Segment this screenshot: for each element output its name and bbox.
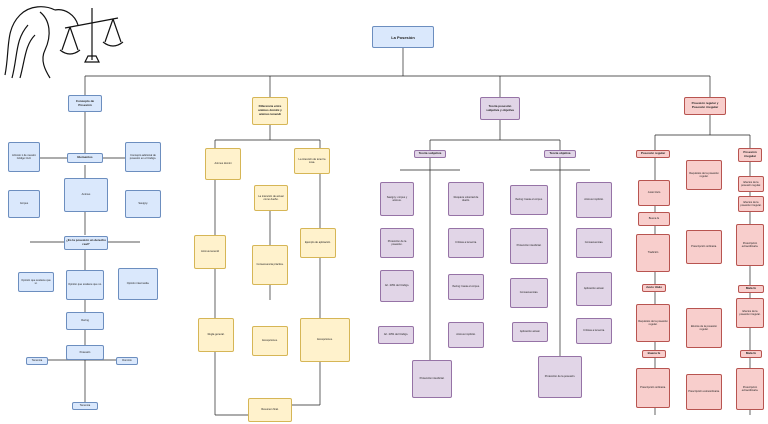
r3-node: Efectos de la posesión irregular.	[738, 196, 764, 212]
p3-node: Protección de la posesión.	[380, 228, 414, 258]
r7-node: Efectos de la posesión regular.	[686, 308, 722, 348]
r4-node: Prescripción ordinaria.	[686, 230, 722, 264]
justo-titulo-label: Justo título	[642, 284, 666, 292]
leaf1-node: Posesión	[66, 345, 104, 360]
regular-irregular-header: Posesión regular y Posesión irregular	[684, 97, 726, 115]
definition-node: Artículo 1 de nuestro Código Civil.	[8, 142, 40, 172]
r6-node: Requisitos de la posesión regular.	[636, 304, 670, 342]
left-note-node: Opinión que sostiene que sí.	[18, 272, 54, 292]
p17-node: Críticas a la teoría.	[576, 318, 612, 344]
buena-node: Buena fe	[638, 212, 670, 226]
tenendi-top-node: La intención de tener la cosa.	[294, 148, 330, 174]
yellow-right-node: Ejemplo de aplicación.	[300, 228, 336, 258]
right-note-node: Opinión intermedia.	[118, 268, 158, 300]
tenendi-node: Animus tenendi	[194, 235, 226, 269]
p1-node: Savigny: corpus y animus.	[380, 182, 414, 216]
r8-node: Efectos de la posesión irregular.	[736, 298, 764, 328]
diferencia-node: Diferencia entre animus domini y animus …	[252, 97, 288, 125]
subjetiva-node: Teoría subjetiva	[414, 150, 446, 158]
animus-node: Animus	[64, 178, 108, 212]
domini-node: Animus domini	[205, 148, 241, 180]
r1-node: Requisitos de la posesión regular.	[686, 160, 722, 190]
second-def-node: Concepto adicional de posesión en el Cód…	[125, 142, 161, 172]
mala-fe-label: Mala fe	[738, 285, 764, 293]
p6-node: Ihering: basta el corpus.	[448, 274, 484, 300]
p8-node: Animus implícito.	[448, 322, 484, 348]
mala-fe-label-2: Mala fe	[740, 350, 762, 358]
teoria-header-node: Teoría posesión subjetiva y objetiva	[480, 97, 520, 120]
p16-node: Aplicación actual.	[512, 322, 548, 342]
p9-node: Protección interdictal.	[412, 360, 452, 398]
yellow-left2-node: Regla general.	[198, 318, 234, 352]
savigny-node: Savigny	[125, 190, 161, 218]
leaf-left-node: Tenencia	[26, 357, 48, 365]
irregular-node: Posesión irregular	[738, 148, 762, 162]
p15-node: Aplicación actual.	[576, 272, 612, 306]
ihering-node: Ihering	[66, 312, 104, 330]
yellow-mid-node: La intención de actuar como dueño.	[254, 185, 288, 211]
justice-logo-image	[4, 6, 124, 79]
p13-node: Consecuencias.	[576, 228, 612, 258]
r10-node: Prescripción extraordinaria.	[686, 374, 722, 410]
leaf-bottom-node: Tenencia	[72, 402, 98, 410]
p14-node: Consecuencias.	[510, 278, 548, 308]
p4-node: Críticas a la teoría.	[448, 228, 484, 258]
question-node: ¿Es la posesión un derecho real?	[64, 236, 108, 250]
r2-node: Efectos de la posesión regular.	[738, 176, 764, 192]
objetiva-node: Teoría objetiva	[544, 150, 576, 158]
yellow-right2-node: Excepciones.	[300, 318, 350, 362]
yellow-center2-node: Excepciones.	[252, 326, 288, 356]
root-title-node: La Posesión	[372, 26, 434, 48]
p12-node: Protección interdictal.	[510, 228, 548, 264]
buena-fe-label: Buena fe	[642, 350, 666, 358]
elements-node: Elementos	[67, 153, 103, 163]
p18-node: Protección de la posesión.	[538, 356, 582, 398]
justo-node: Justo título	[638, 180, 670, 206]
mid-note-node: Opinión que sostiene que no.	[66, 270, 104, 300]
r11-node: Prescripción extraordinaria.	[736, 368, 764, 410]
concepto-posesion-node: Concepto de Posesión	[68, 95, 102, 112]
regular-node: Posesión regular	[636, 150, 670, 158]
tradicion-node: Tradición	[636, 234, 670, 272]
leaf-right-node: Dominio	[116, 357, 138, 365]
p2-node: Requiere voluntad de dueño.	[448, 182, 484, 216]
p7-node: Art. 2351 del Código.	[378, 326, 414, 344]
yellow-center-node: Consecuencia práctica.	[252, 245, 288, 285]
corpus-node: Corpus	[8, 190, 40, 218]
r5-node: Prescripción extraordinaria.	[736, 224, 764, 266]
p10-node: Ihering: basta el corpus.	[510, 185, 548, 215]
p5-node: Art. 2351 del Código.	[380, 270, 414, 302]
r9-node: Prescripción ordinaria.	[636, 368, 670, 408]
yellow-bottom-node: Resumen final.	[248, 398, 292, 422]
p11-node: Animus implícito.	[576, 182, 612, 218]
